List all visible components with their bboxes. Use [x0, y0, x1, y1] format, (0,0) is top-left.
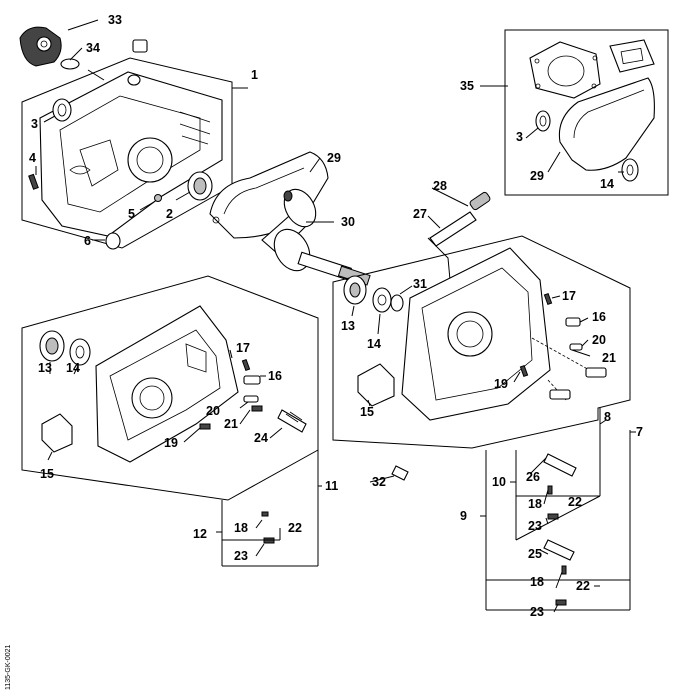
callout-35: 35: [460, 79, 474, 93]
callout-33: 33: [108, 13, 122, 27]
callout-13-left: 13: [38, 361, 52, 375]
callout-numbers: 33 34 1 3 4 5 2 6 29 30 28 27 31 35 3 29…: [29, 13, 643, 619]
callout-7: 7: [636, 425, 643, 439]
callout-29: 29: [327, 151, 341, 165]
callout-13-right: 13: [341, 319, 355, 333]
callout-14-right: 14: [367, 337, 381, 351]
callout-9: 9: [460, 509, 467, 523]
callout-14-gasket-set: 14: [600, 177, 614, 191]
image-reference-code: 1135-GK-0021: [5, 644, 12, 690]
callout-21-right: 21: [602, 351, 616, 365]
callout-24: 24: [254, 431, 268, 445]
callout-23-mid: 23: [528, 519, 542, 533]
callout-12: 12: [193, 527, 207, 541]
callout-10: 10: [492, 475, 506, 489]
callout-28: 28: [433, 179, 447, 193]
callout-25: 25: [528, 547, 542, 561]
callout-17-left: 17: [236, 341, 250, 355]
callout-30: 30: [341, 215, 355, 229]
crankcase-half-panel-1: [21, 39, 233, 250]
callout-32: 32: [372, 475, 386, 489]
callout-22-left: 22: [288, 521, 302, 535]
callout-15-left: 15: [40, 467, 54, 481]
callout-20-left: 20: [206, 404, 220, 418]
callout-19-right: 19: [494, 377, 508, 391]
callout-3: 3: [31, 117, 38, 131]
callout-20-right: 20: [592, 333, 606, 347]
callout-26: 26: [526, 470, 540, 484]
callout-19-left: 19: [164, 436, 178, 450]
callout-18-left: 18: [234, 521, 248, 535]
callout-2: 2: [166, 207, 173, 221]
callout-21-left: 21: [224, 417, 238, 431]
callout-18-mid: 18: [528, 497, 542, 511]
callout-17-right: 17: [562, 289, 576, 303]
crankcase-half-panel-9: [332, 235, 631, 449]
callout-18-bottom: 18: [530, 575, 544, 589]
callout-5: 5: [128, 207, 135, 221]
gasket-set-panel-35: [504, 29, 669, 196]
callout-14-left: 14: [66, 361, 80, 375]
crankcase-half-panel-12: [21, 275, 319, 501]
leader-lines: [35, 19, 636, 613]
callout-34: 34: [86, 41, 100, 55]
callout-23-bottom: 23: [530, 605, 544, 619]
callout-8: 8: [604, 410, 611, 424]
callout-22-bottom: 22: [576, 579, 590, 593]
callout-22-mid: 22: [568, 495, 582, 509]
callout-31: 31: [413, 277, 427, 291]
part-33-34-assembly: [19, 26, 105, 81]
callout-15-right: 15: [360, 405, 374, 419]
callout-23-left: 23: [234, 549, 248, 563]
callout-6: 6: [84, 234, 91, 248]
callout-16-left: 16: [268, 369, 282, 383]
callout-16-right: 16: [592, 310, 606, 324]
callout-1: 1: [251, 68, 258, 82]
callout-27: 27: [413, 207, 427, 221]
callout-3-gasket-set: 3: [516, 130, 523, 144]
callout-29-gasket-set: 29: [530, 169, 544, 183]
callout-4: 4: [29, 151, 36, 165]
callout-11: 11: [325, 479, 338, 493]
